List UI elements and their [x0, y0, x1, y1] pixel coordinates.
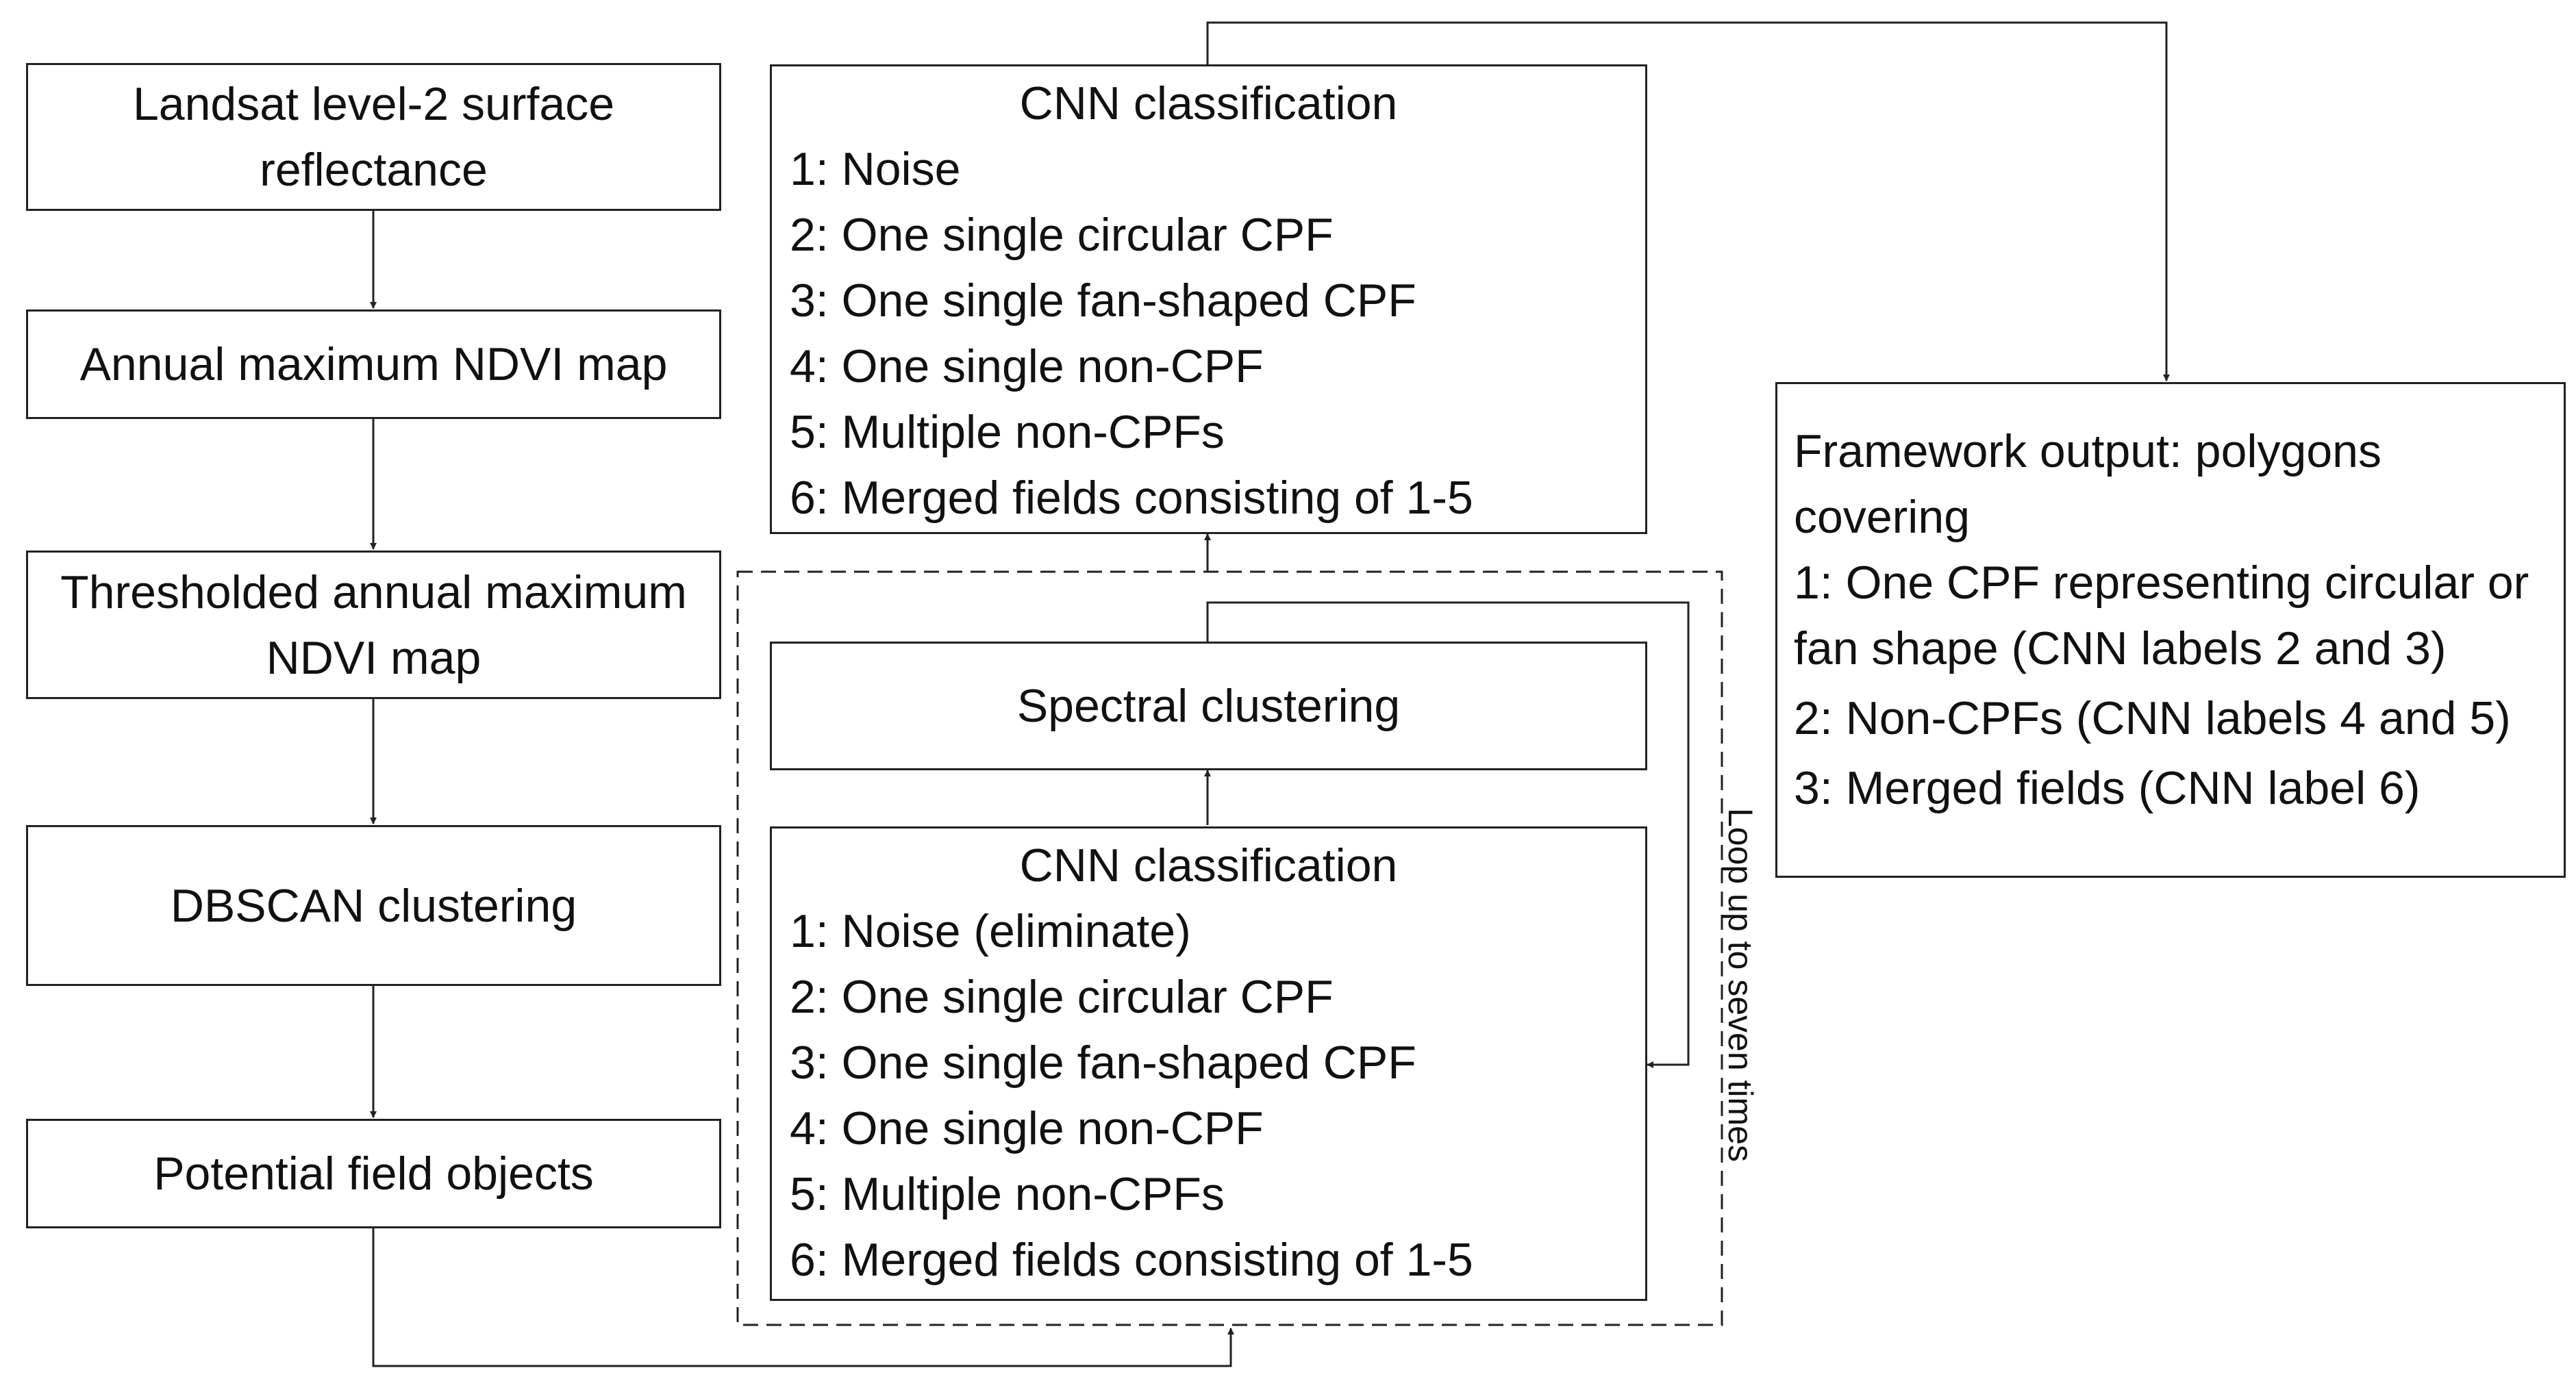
loop-region [736, 570, 1723, 1326]
cnn-top-item: 2: One single circular CPF [790, 209, 1334, 261]
loop-label: Loop up to seven times [1721, 808, 1760, 1162]
output-item: 1: One CPF representing circular or fan … [1794, 557, 2529, 674]
arrow-spectral-loop-back [1206, 601, 1690, 1068]
cnn-top-box: CNN classification 1: Noise 2: One singl… [770, 64, 1647, 534]
cnn-top-item: 6: Merged fields consisting of 1-5 [790, 472, 1473, 524]
framework-output-box: Framework output: polygons covering 1: O… [1775, 382, 2566, 878]
dbscan-label: DBSCAN clustering [170, 879, 577, 932]
ndvi-map-box: Annual maximum NDVI map [26, 309, 721, 419]
cnn-top-item: 5: Multiple non-CPFs [790, 406, 1225, 458]
potential-field-box: Potential field objects [26, 1119, 721, 1228]
output-item: 3: Merged fields (CNN label 6) [1794, 762, 2421, 814]
cnn-bottom-item: 4: One single non-CPF [790, 1102, 1264, 1154]
cnn-bottom-item: 3: One single fan-shaped CPF [790, 1037, 1416, 1089]
ndvi-map-label: Annual maximum NDVI map [79, 338, 668, 390]
dbscan-box: DBSCAN clustering [26, 825, 721, 986]
cnn-bottom-item: 6: Merged fields consisting of 1-5 [790, 1234, 1473, 1286]
potential-field-label: Potential field objects [153, 1148, 594, 1200]
cnn-top-item: 4: One single non-CPF [790, 340, 1264, 392]
landsat-box: Landsat level-2 surface reflectance [26, 63, 721, 211]
cnn-top-item: 3: One single fan-shaped CPF [790, 275, 1416, 327]
cnn-bottom-title: CNN classification [1019, 839, 1398, 891]
spectral-clustering-label: Spectral clustering [1016, 680, 1401, 732]
landsat-label: Landsat level-2 surface reflectance [132, 78, 615, 196]
cnn-bottom-item: 2: One single circular CPF [790, 971, 1334, 1023]
thresholded-ndvi-box: Thresholded annual maximum NDVI map [26, 551, 721, 699]
output-title: Framework output: polygons covering [1794, 425, 2381, 543]
cnn-bottom-item: 1: Noise (eliminate) [790, 905, 1191, 957]
arrow-box5-to-loop [372, 1228, 1234, 1367]
spectral-clustering-box: Spectral clustering [770, 642, 1647, 770]
output-item: 2: Non-CPFs (CNN labels 4 and 5) [1794, 692, 2511, 744]
cnn-top-item: 1: Noise [790, 143, 961, 195]
cnn-bottom-item: 5: Multiple non-CPFs [790, 1168, 1225, 1220]
arrow-cnn-top-to-output [1206, 21, 2170, 381]
thresholded-ndvi-label: Thresholded annual maximum NDVI map [60, 566, 687, 684]
cnn-bottom-box: CNN classification 1: Noise (eliminate) … [770, 826, 1647, 1301]
cnn-top-title: CNN classification [1019, 77, 1398, 129]
